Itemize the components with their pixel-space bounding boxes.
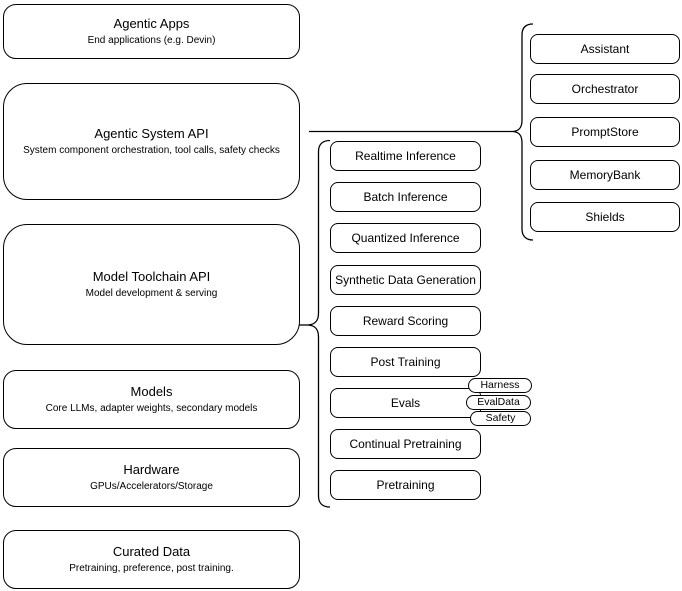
box-label: Reward Scoring bbox=[362, 314, 449, 328]
toolchain-item-quantized-inference: Quantized Inference bbox=[330, 223, 481, 253]
box-label: Orchestrator bbox=[571, 82, 639, 96]
layer-title: Curated Data bbox=[112, 544, 191, 559]
box-label: MemoryBank bbox=[569, 168, 641, 182]
box-label: Realtime Inference bbox=[355, 149, 456, 163]
layer-models: Models Core LLMs, adapter weights, secon… bbox=[3, 370, 300, 429]
toolchain-item-reward-scoring: Reward Scoring bbox=[330, 306, 481, 336]
system-component-assistant: Assistant bbox=[530, 34, 680, 64]
layer-curated-data: Curated Data Pretraining, preference, po… bbox=[3, 530, 300, 589]
box-label: Quantized Inference bbox=[351, 231, 460, 245]
box-label: Post Training bbox=[370, 355, 441, 369]
toolchain-item-synthetic-data-generation: Synthetic Data Generation bbox=[330, 265, 481, 295]
box-label: Pretraining bbox=[376, 478, 435, 492]
layer-subtitle: Pretraining, preference, post training. bbox=[69, 563, 234, 574]
layer-model-toolchain-api: Model Toolchain API Model development & … bbox=[3, 224, 300, 345]
layer-title: Model Toolchain API bbox=[92, 269, 211, 284]
toolchain-group-brace bbox=[307, 139, 331, 508]
system-component-memorybank: MemoryBank bbox=[530, 160, 680, 190]
tag-label: Harness bbox=[480, 379, 520, 391]
toolchain-item-batch-inference: Batch Inference bbox=[330, 182, 481, 212]
layer-subtitle: GPUs/Accelerators/Storage bbox=[90, 481, 213, 492]
toolchain-item-post-training: Post Training bbox=[330, 347, 481, 377]
toolchain-item-realtime-inference: Realtime Inference bbox=[330, 141, 481, 171]
box-label: Continual Pretraining bbox=[349, 437, 462, 451]
evals-tag-safety: Safety bbox=[470, 411, 531, 426]
layer-subtitle: System component orchestration, tool cal… bbox=[23, 145, 280, 156]
box-label: Assistant bbox=[580, 42, 630, 56]
layer-title: Models bbox=[130, 384, 173, 399]
system-component-shields: Shields bbox=[530, 202, 680, 232]
tag-label: EvalData bbox=[477, 396, 520, 408]
layer-title: Agentic System API bbox=[94, 126, 209, 141]
evals-tag-harness: Harness bbox=[468, 378, 532, 393]
box-label: Shields bbox=[585, 210, 625, 224]
tag-label: Safety bbox=[485, 412, 516, 424]
box-label: Evals bbox=[390, 396, 421, 410]
system-component-promptstore: PromptStore bbox=[530, 117, 680, 147]
toolchain-item-evals: Evals bbox=[330, 388, 481, 418]
layer-title: Agentic Apps bbox=[113, 16, 190, 31]
layer-subtitle: End applications (e.g. Devin) bbox=[87, 35, 216, 46]
layer-title: Hardware bbox=[123, 462, 180, 477]
evals-tag-evaldata: EvalData bbox=[466, 395, 531, 410]
layer-subtitle: Core LLMs, adapter weights, secondary mo… bbox=[45, 403, 258, 414]
layer-agentic-system-api: Agentic System API System component orch… bbox=[3, 83, 300, 200]
system-components-group-brace bbox=[512, 23, 534, 241]
layer-subtitle: Model development & serving bbox=[85, 288, 218, 299]
toolchain-item-pretraining: Pretraining bbox=[330, 470, 481, 500]
toolchain-item-continual-pretraining: Continual Pretraining bbox=[330, 429, 481, 459]
system-component-orchestrator: Orchestrator bbox=[530, 74, 680, 104]
box-label: Synthetic Data Generation bbox=[335, 273, 476, 287]
box-label: Batch Inference bbox=[363, 190, 448, 204]
layer-hardware: Hardware GPUs/Accelerators/Storage bbox=[3, 448, 300, 507]
layer-agentic-apps: Agentic Apps End applications (e.g. Devi… bbox=[3, 4, 300, 59]
box-label: PromptStore bbox=[571, 125, 639, 139]
